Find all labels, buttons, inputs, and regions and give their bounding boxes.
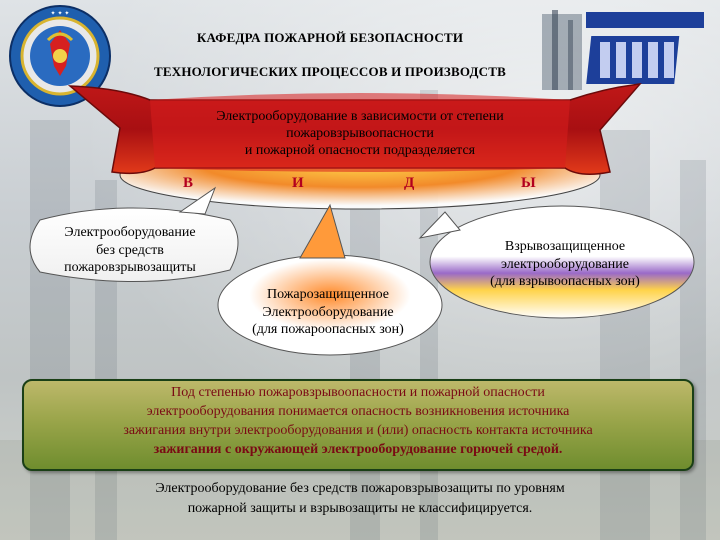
category-line: Электрооборудование (64, 225, 196, 240)
category-line: (для пожароопасных зон) (252, 322, 404, 337)
banner-text: Электрооборудование в зависимости от сте… (150, 108, 570, 159)
footer-line: пожарной защиты и взрывозащиты не класси… (187, 501, 533, 516)
category-line: (для взрывоопасных зон) (490, 274, 640, 289)
banner-line: пожаровзрывоопасности (286, 126, 434, 141)
letter-i: И (292, 175, 304, 191)
definition-text: Под степенью пожаровзрывоопасности и пож… (22, 383, 694, 459)
definition-line: электрооборудования понимается опасность… (146, 404, 570, 419)
category-fire-protected: Пожарозащищенное Электрооборудование (дл… (222, 286, 434, 339)
department-logo-icon (542, 10, 704, 90)
bubble-right (429, 205, 695, 319)
letter-y: Ы (521, 175, 536, 191)
category-line: пожаровзрывозащиты (64, 260, 196, 275)
category-line: Пожарозащищенное (266, 287, 390, 302)
definition-line: зажигания с окружающей электрооборудован… (153, 442, 563, 457)
letter-v: В (183, 175, 194, 191)
category-unprotected: Электрооборудование без средств пожаровз… (30, 224, 230, 277)
footer-note: Электрооборудование без средств пожаровз… (40, 479, 680, 519)
definition-line: зажигания внутри электрооборудования и (… (123, 423, 593, 438)
category-line: Взрывозащищенное (504, 239, 626, 254)
banner-line: и пожарной опасности подразделяется (244, 143, 476, 158)
category-line: электрооборудование (501, 256, 629, 272)
page-subtitle: ТЕХНОЛОГИЧЕСКИХ ПРОЦЕССОВ И ПРОИЗВОДСТВ (154, 64, 506, 79)
category-explosion-protected: Взрывозащищенное электрооборудование (дл… (460, 238, 670, 291)
banner-line: Электрооборудование в зависимости от сте… (216, 109, 504, 124)
category-line: без средств (96, 242, 164, 258)
category-line: Электрооборудование (262, 304, 394, 320)
university-emblem-icon: ✦ ✦ ✦ (9, 5, 111, 107)
page-title: КАФЕДРА ПОЖАРНОЙ БЕЗОПАСНОСТИ (196, 30, 464, 45)
definition-box (22, 379, 694, 471)
definition-line: Под степенью пожаровзрывоопасности и пож… (171, 385, 545, 400)
svg-text:✦ ✦ ✦: ✦ ✦ ✦ (51, 10, 70, 17)
bubble-left (29, 207, 239, 282)
footer-line: Электрооборудование без средств пожаровз… (155, 481, 565, 496)
letter-d: Д (404, 175, 415, 191)
